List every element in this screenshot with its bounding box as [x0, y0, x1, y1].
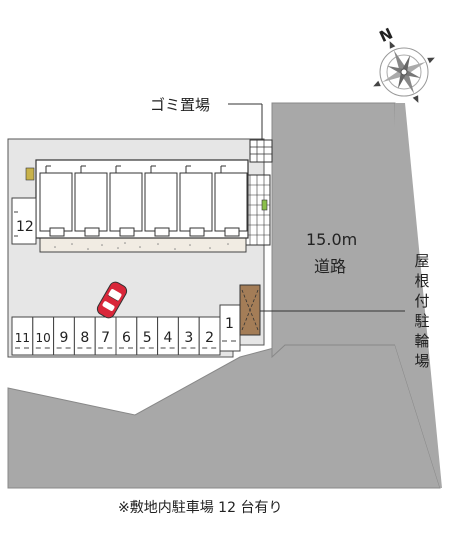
footer-note: ※敷地内駐車場 12 台有り	[118, 499, 282, 516]
right-road-strip	[395, 103, 442, 488]
parking-space: 3	[177, 316, 200, 356]
parking-space: 11	[11, 316, 34, 356]
road-width-label: 15.0m	[306, 230, 357, 249]
parking-space: 5	[136, 316, 159, 356]
parking-space-label: 8	[80, 330, 89, 346]
parking-space-label: 10	[36, 331, 51, 345]
vertical-label-char: 場	[414, 352, 429, 370]
compass-rose-icon: N	[373, 24, 435, 103]
parking-space-label: 9	[60, 330, 69, 346]
garbage-label: ゴミ置場	[150, 96, 210, 114]
bike-parking	[239, 284, 261, 336]
vertical-label-char: 根	[414, 272, 429, 290]
apartment-unit	[109, 165, 143, 237]
parking-space-label: 7	[101, 330, 110, 346]
apartment-unit	[74, 165, 108, 237]
parking-space-label: 4	[164, 330, 173, 346]
compass-north-label: N	[377, 24, 396, 46]
parking-space-label: 11	[15, 331, 30, 345]
parking-space-label: 3	[184, 330, 193, 346]
parking-space-label: 6	[122, 330, 131, 346]
parking-space: 6	[115, 316, 138, 356]
parking-space: 4	[157, 316, 179, 356]
ground-gravel	[54, 242, 229, 250]
parking-space-label: 2	[205, 330, 214, 346]
apartment-unit	[214, 165, 248, 237]
road-name-label: 道路	[314, 257, 346, 276]
vertical-label-char: 輪	[414, 332, 429, 350]
apartment-units	[39, 165, 248, 237]
parking-space: 9	[53, 316, 75, 356]
vertical-label-char: 付	[414, 292, 429, 310]
garbage-area	[249, 139, 273, 163]
vertical-label-char: 屋	[414, 252, 429, 270]
main-road	[271, 102, 401, 359]
parking-space-12: 12	[11, 197, 37, 245]
meter-box	[25, 167, 35, 181]
car-icon	[96, 281, 128, 319]
parking-space: 2	[198, 316, 221, 356]
parking-space: 10	[32, 316, 55, 356]
parking-space-1-label: 1	[225, 316, 234, 332]
lower-road	[7, 344, 441, 489]
vertical-label-char: 駐	[414, 312, 429, 330]
parking-space-1: 1	[219, 304, 241, 352]
parking-space-label: 5	[143, 330, 152, 346]
apartment-unit	[179, 165, 213, 237]
parking-space-12-label: 12	[16, 219, 34, 235]
apartment-unit	[39, 165, 73, 237]
parking-space: 7	[94, 316, 117, 356]
parking-space: 8	[73, 316, 96, 356]
apartment-unit	[144, 165, 178, 237]
